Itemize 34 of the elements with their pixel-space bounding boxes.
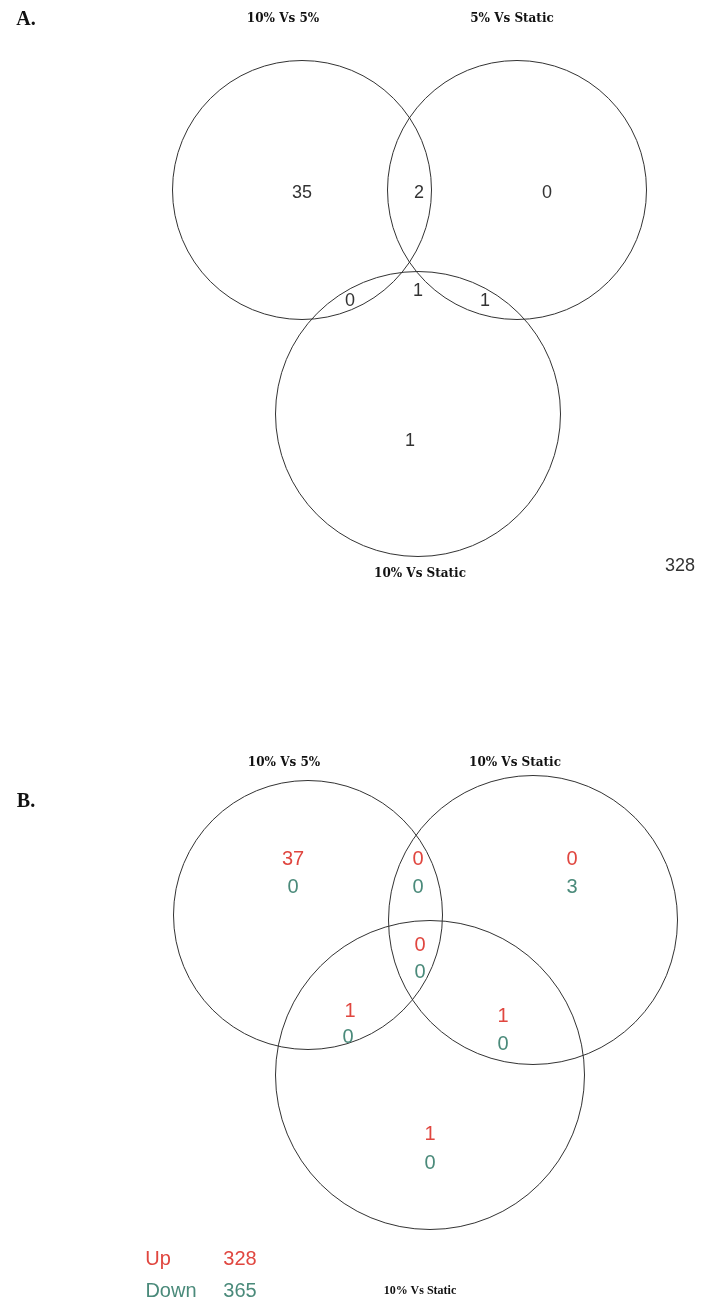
region-count: 2 <box>414 181 424 203</box>
region-count: 3 <box>566 874 578 898</box>
set-title: 5% Vs Static <box>470 11 554 25</box>
set-title: 10% Vs 5% <box>247 755 321 769</box>
region-count: 0 <box>424 1150 436 1174</box>
panel-label: A. <box>16 6 36 30</box>
region-count: 0 <box>414 959 426 983</box>
region-count: 1 <box>413 279 423 301</box>
set-title: 10% Vs Static <box>383 1282 457 1298</box>
region-count: 1 <box>480 289 490 311</box>
set-title: 10% Vs Static <box>469 755 561 769</box>
set-title: 10% Vs Static <box>374 566 466 580</box>
region-count: 1 <box>497 1003 509 1027</box>
total-count: 328 <box>223 1246 257 1270</box>
region-count: 37 <box>281 846 305 870</box>
set-title: 10% Vs 5% <box>246 11 320 25</box>
total-count: 365 <box>223 1278 257 1302</box>
region-count: 1 <box>405 429 415 451</box>
region-count: 0 <box>412 846 424 870</box>
region-count: 0 <box>345 289 355 311</box>
region-count: 0 <box>342 1024 354 1048</box>
region-count: 1 <box>424 1121 436 1145</box>
legend-text: Down <box>145 1278 197 1302</box>
region-count: 0 <box>566 846 578 870</box>
region-count: 0 <box>412 874 424 898</box>
region-count: 0 <box>414 932 426 956</box>
region-count: 0 <box>287 874 299 898</box>
region-count: 35 <box>292 181 312 203</box>
region-count: 0 <box>497 1031 509 1055</box>
panel-label: B. <box>16 788 36 812</box>
total-count: 328 <box>665 554 695 576</box>
region-count: 0 <box>542 181 552 203</box>
legend-text: Up <box>145 1246 171 1270</box>
region-count: 1 <box>344 998 356 1022</box>
